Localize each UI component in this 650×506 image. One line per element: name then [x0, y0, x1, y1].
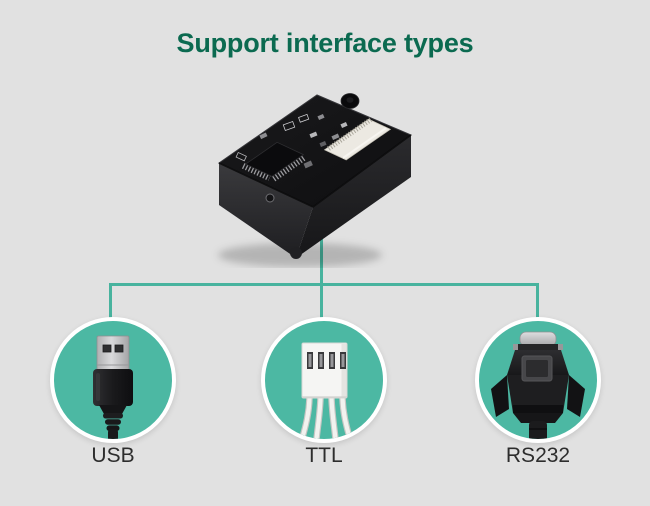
connector-line-horizontal [109, 283, 539, 286]
rs232-interface-circle [475, 317, 601, 443]
rs232-db9-connector-icon [491, 331, 585, 439]
connector-line-drop-rs232 [536, 283, 539, 323]
ttl-pin-connector-icon [298, 342, 354, 439]
connector-line-drop-ttl [320, 283, 323, 323]
connector-line-drop-usb [109, 283, 112, 323]
usb-connector-icon [93, 335, 133, 439]
rs232-label: RS232 [505, 444, 571, 467]
scanner-module-image [218, 93, 413, 267]
ttl-label: TTL [305, 444, 343, 467]
usb-label: USB [91, 444, 135, 467]
usb-interface-circle [50, 317, 176, 443]
page-title: Support interface types [176, 28, 474, 58]
ttl-interface-circle [261, 317, 387, 443]
